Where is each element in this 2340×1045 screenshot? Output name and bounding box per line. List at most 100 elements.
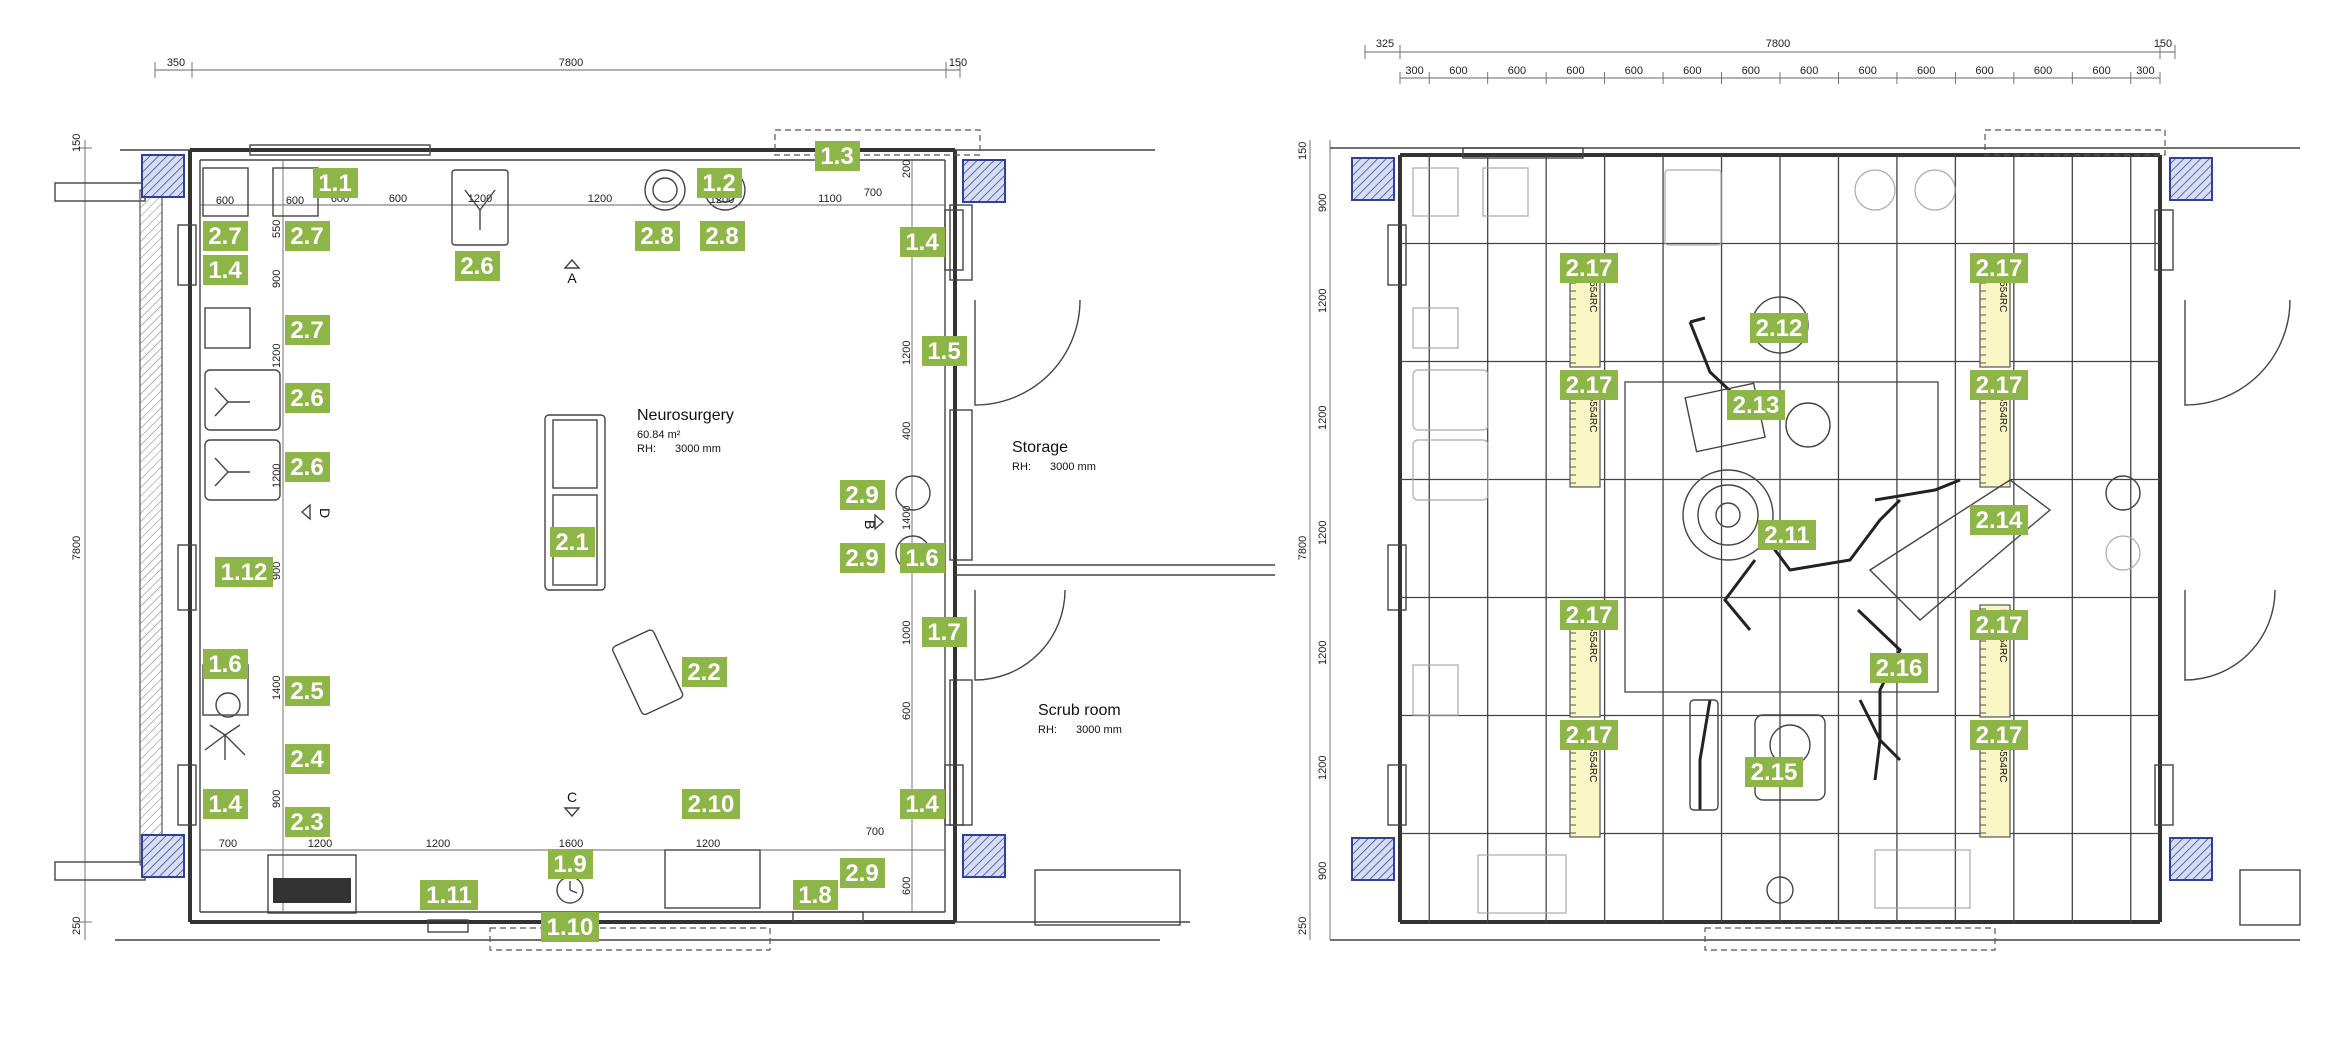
dim-bottom-6: 700	[866, 826, 884, 838]
tag-2-17: 2.17	[1970, 610, 2028, 640]
equip-dim-600-b: 600	[286, 195, 304, 207]
view-marker-c: C	[567, 789, 577, 805]
rdim-grid-1: 600	[1449, 65, 1467, 77]
mhs-label: MHS554RC	[1997, 729, 2008, 782]
svg-text:2.17: 2.17	[1976, 372, 2023, 399]
rdim-top-150: 150	[2154, 38, 2172, 50]
dim-inner-left-3: 1200	[271, 344, 283, 368]
right-equipment-tags: 2.17 2.17 2.17 2.17 2.17 2.17 2.17 2.17 …	[1560, 253, 2028, 787]
room-area: 60.84 m²	[637, 429, 681, 441]
tag-1-4: 1.4	[900, 227, 945, 257]
tag-2-6: 2.6	[285, 452, 330, 482]
svg-text:1.1: 1.1	[318, 170, 351, 197]
tag-1-7: 1.7	[922, 617, 967, 647]
rdim-grid-7: 600	[1800, 65, 1818, 77]
room-name: Storage	[1012, 439, 1068, 456]
room-name: Neurosurgery	[637, 407, 734, 424]
rdim-grid-11: 600	[2034, 65, 2052, 77]
tag-2-17: 2.17	[1970, 370, 2028, 400]
rdim-grid-10: 600	[1975, 65, 1993, 77]
view-marker-b: B	[862, 520, 878, 529]
rdim-left-1200c: 1200	[1317, 521, 1329, 545]
svg-text:2.7: 2.7	[290, 317, 323, 344]
tag-2-7: 2.7	[285, 315, 330, 345]
tag-1-6: 1.6	[900, 543, 945, 573]
dim-bottom-1: 700	[219, 838, 237, 850]
svg-text:2.1: 2.1	[555, 529, 588, 556]
tag-1-1: 1.1	[313, 168, 358, 198]
view-marker-d: D	[317, 508, 333, 518]
tag-2-17: 2.17	[1970, 720, 2028, 750]
tag-2-9: 2.9	[840, 543, 885, 573]
room-scrub: Scrub room RH: 3000 mm	[1038, 702, 1122, 736]
mhs-label: MHS554RC	[1997, 259, 2008, 312]
tag-2-8: 2.8	[700, 221, 745, 251]
tag-1-6: 1.6	[203, 649, 248, 679]
tag-1-12: 1.12	[215, 557, 273, 587]
rdim-left-900: 900	[1317, 194, 1329, 212]
dim-inner-left-2: 900	[271, 270, 283, 288]
dim-bottom-4: 1600	[559, 838, 583, 850]
tag-1-5: 1.5	[922, 336, 967, 366]
rdim-grid-8: 600	[1859, 65, 1877, 77]
svg-text:1.5: 1.5	[927, 338, 960, 365]
svg-text:2.9: 2.9	[845, 545, 878, 572]
svg-text:2.17: 2.17	[1566, 602, 1613, 629]
svg-text:1.4: 1.4	[208, 257, 242, 284]
rdim-left-1200e: 1200	[1317, 756, 1329, 780]
svg-text:2.13: 2.13	[1733, 392, 1780, 419]
room-storage: Storage RH: 3000 mm	[1012, 439, 1096, 473]
dim-inner-top-6: 1100	[818, 193, 842, 205]
tag-2-10: 2.10	[682, 789, 740, 819]
tag-2-7: 2.7	[285, 221, 330, 251]
rdim-grid-6: 600	[1742, 65, 1760, 77]
svg-text:2.9: 2.9	[845, 860, 878, 887]
faded-equipment	[1412, 167, 2141, 914]
tag-2-3: 2.3	[285, 807, 330, 837]
svg-text:2.14: 2.14	[1976, 507, 2023, 534]
tag-2-17: 2.17	[1560, 253, 1618, 283]
tag-2-14: 2.14	[1970, 505, 2028, 535]
dim-right-3: 400	[901, 422, 913, 440]
dim-right-6: 600	[901, 702, 913, 720]
view-marker-a: A	[567, 270, 577, 286]
svg-text:2.17: 2.17	[1566, 372, 1613, 399]
svg-text:2.7: 2.7	[208, 223, 241, 250]
dim-left-250: 250	[71, 917, 83, 935]
svg-text:2.2: 2.2	[687, 659, 720, 686]
svg-text:2.3: 2.3	[290, 809, 323, 836]
dim-right-1: 200	[901, 160, 913, 178]
dim-top-150: 150	[949, 57, 967, 69]
rdim-grid-3: 600	[1566, 65, 1584, 77]
tag-2-5: 2.5	[285, 676, 330, 706]
right-walls	[1330, 129, 2301, 951]
rdim-grid-5: 600	[1683, 65, 1701, 77]
room-rh-label: RH:	[637, 443, 656, 455]
tag-2-17: 2.17	[1560, 600, 1618, 630]
tag-2-17: 2.17	[1560, 370, 1618, 400]
dim-inner-left-4: 1200	[271, 464, 283, 488]
ceiling-grid	[1400, 155, 2160, 922]
tag-1-10: 1.10	[541, 912, 599, 942]
rdim-top-7800: 7800	[1766, 38, 1790, 50]
rdim-left-1200d: 1200	[1317, 641, 1329, 665]
dim-bottom-3: 1200	[426, 838, 450, 850]
room-rh-label: RH:	[1038, 724, 1057, 736]
tag-1-2: 1.2	[697, 168, 742, 198]
tag-1-4: 1.4	[203, 789, 248, 819]
surgical-equipment	[1682, 296, 2141, 811]
tag-1-3: 1.3	[815, 141, 860, 171]
svg-text:2.5: 2.5	[290, 678, 323, 705]
rdim-left-250: 250	[1297, 917, 1309, 935]
mhs-label: MHS554RC	[1587, 259, 1598, 312]
tag-1-4: 1.4	[203, 255, 248, 285]
tag-1-8: 1.8	[793, 880, 838, 910]
tag-2-7: 2.7	[203, 221, 248, 251]
room-name: Scrub room	[1038, 702, 1121, 719]
dim-right-5: 1000	[901, 621, 913, 645]
room-neurosurgery: Neurosurgery 60.84 m² RH: 3000 mm	[637, 407, 734, 455]
tag-2-2: 2.2	[682, 657, 727, 687]
svg-text:1.6: 1.6	[905, 545, 938, 572]
rdim-grid-9: 600	[1917, 65, 1935, 77]
svg-text:1.4: 1.4	[905, 791, 939, 818]
